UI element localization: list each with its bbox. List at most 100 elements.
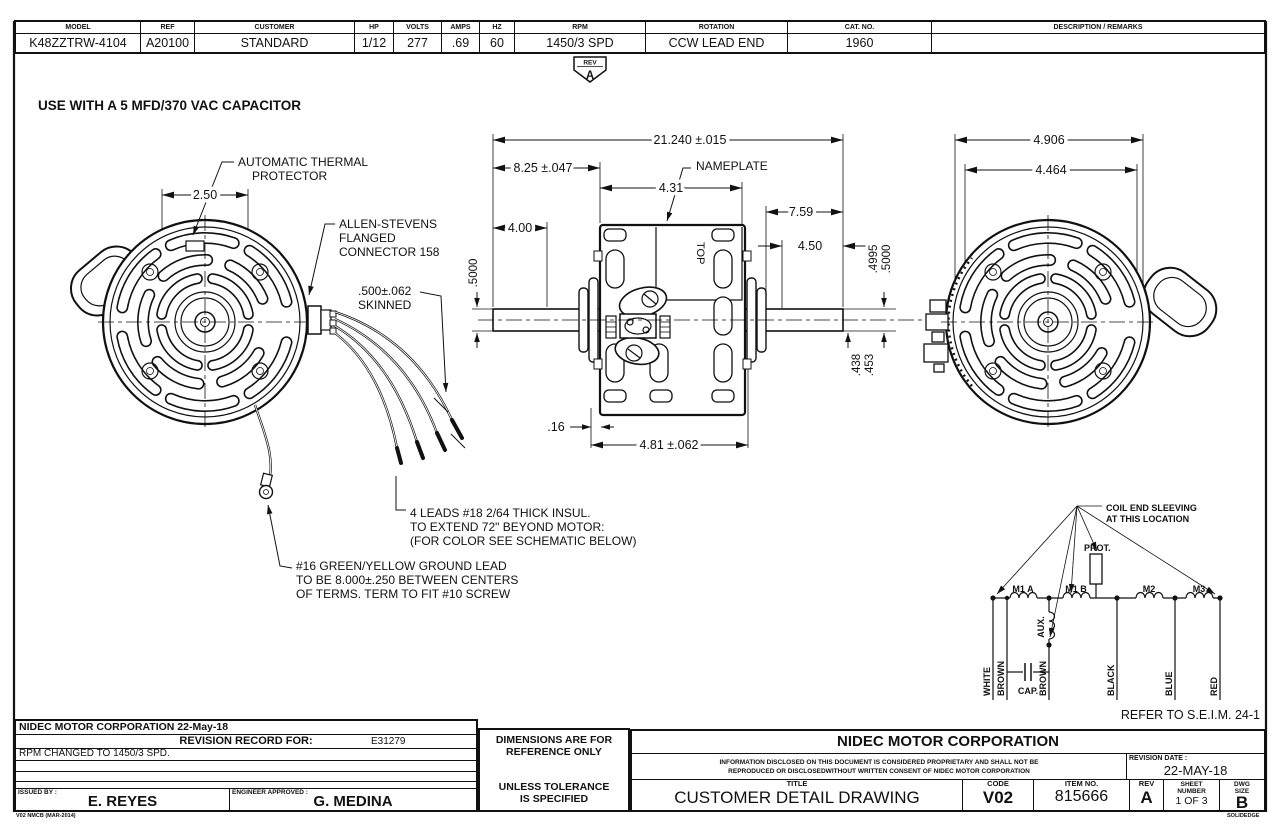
empty-revision-row [16, 781, 476, 789]
coil-label-m2: M2 [1143, 584, 1156, 594]
proprietary-row: INFORMATION DISCLOSED ON THIS DOCUMENT I… [632, 753, 1264, 780]
leads-callout-2: TO EXTEND 72" BEYOND MOTOR: [410, 520, 605, 534]
nameplate-callout: NAMEPLATE [696, 159, 768, 173]
leader-lines [192, 161, 691, 569]
empty-revision-row [16, 771, 476, 782]
top-label: TOP [694, 242, 706, 264]
issued-by-cell: ISSUED BY : E. REYES [18, 789, 158, 810]
revision-date-cell: REVISION DATE : 22-MAY-18 [1126, 753, 1264, 779]
item-no-cell: ITEM NO. 815666 [1033, 780, 1129, 810]
dimension-lines [161, 134, 1144, 449]
rev-flag-value: A [586, 70, 594, 82]
wire-label-red: RED [1209, 676, 1219, 696]
coil-label-m1a: M1 A [1012, 584, 1034, 594]
company-name: NIDEC MOTOR CORPORATION [632, 731, 1264, 754]
spec-col-catno: CAT. NO.1960 [788, 22, 932, 52]
thermal-protector-symbol [1089, 553, 1103, 585]
dwg-size-cell: DWG SIZE B [1219, 780, 1264, 810]
corp-date-line: NIDEC MOTOR CORPORATION 22-May-18 [16, 721, 476, 735]
dim-shaft-r1: .4995 [868, 245, 880, 274]
dim-rear-inner: 4.464 [1035, 163, 1066, 177]
dim-opp-end: 7.59 [789, 205, 813, 219]
terminal-bracket [923, 299, 949, 373]
mounting-screws-rear [984, 263, 1112, 380]
revision-record-number: E31279 [371, 736, 406, 747]
cad-system-label: SOLIDEDGE [1227, 813, 1260, 819]
dim-lead-end: 8.25 ±.047 [514, 161, 573, 175]
dim-rear-outer: 4.906 [1033, 133, 1064, 147]
dim-flat1: .438 [851, 354, 863, 376]
ground-callout-3: OF TERMS. TERM TO FIT #10 SCREW [296, 587, 511, 601]
refer-note: REFER TO S.E.I.M. 24-1 [1121, 708, 1260, 722]
ground-callout-1: #16 GREEN/YELLOW GROUND LEAD [296, 559, 507, 573]
cap-label: CAP. [1018, 686, 1038, 696]
dim-016: .16 [547, 420, 564, 434]
thermal-protector-part [185, 240, 205, 252]
tolerance-block: DIMENSIONS ARE FOR REFERENCE ONLY UNLESS… [478, 728, 630, 812]
prot-label: PROT. [1084, 543, 1111, 553]
leads-callout-1: 4 LEADS #18 2/64 THICK INSUL. [410, 506, 591, 520]
dim-shaft-left: .5000 [468, 259, 480, 288]
sleeving-leaders [996, 505, 1216, 638]
wire-label-white: WHITE [982, 667, 992, 696]
revision-record-row: REVISION RECORD FOR: E31279 [16, 734, 476, 749]
aux-label: AUX. [1036, 616, 1046, 638]
rev-cell: REV A [1129, 780, 1163, 810]
skinned-callout-1: .500±.062 [358, 284, 412, 298]
connector-callout-2: FLANGED [339, 231, 396, 245]
skinned-callout-2: SKINNED [358, 298, 412, 312]
spec-col-description: DESCRIPTION / REMARKS [932, 22, 1264, 52]
title-cell: TITLE CUSTOMER DETAIL DRAWING [632, 780, 962, 810]
wire-label-black: BLACK [1106, 664, 1116, 696]
capacitor-symbol [1007, 663, 1049, 681]
dim-front-width: 2.50 [193, 188, 217, 202]
dim-shaft-r2: .5000 [881, 245, 893, 274]
dim-overall: 21.240 ±.015 [654, 133, 727, 147]
rear-view [923, 215, 1218, 429]
sheet-border [12, 21, 1268, 812]
capacitor-note: USE WITH A 5 MFD/370 VAC CAPACITOR [38, 98, 301, 113]
code-cell: CODE V02 [962, 780, 1033, 810]
dim-400: 4.00 [508, 221, 532, 235]
proprietary-note: INFORMATION DISCLOSED ON THIS DOCUMENT I… [719, 758, 1039, 775]
aux-coil [1048, 611, 1056, 640]
rev-flag-label: REV [583, 60, 597, 67]
sleeving-label-1: COIL END SLEEVING [1106, 503, 1197, 513]
motor-coils [1009, 591, 1214, 599]
ground-callout-2: TO BE 8.000±.250 BETWEEN CENTERS [296, 573, 518, 587]
dim-nameplate-w: 4.31 [659, 181, 683, 195]
wire-label-blue: BLUE [1164, 672, 1174, 697]
wire-label-brown2: BROWN [1038, 661, 1048, 696]
revision-note-row: RPM CHANGED TO 1450/3 SPD. [16, 748, 476, 761]
flanged-connector [307, 305, 337, 335]
title-block: NIDEC MOTOR CORPORATION INFORMATION DISC… [630, 729, 1266, 812]
thermal-callout-2: PROTECTOR [252, 169, 327, 183]
lead-wires [334, 310, 466, 465]
sheet-cell: SHEET NUMBER 1 OF 3 [1163, 780, 1219, 810]
signature-row: ISSUED BY : E. REYES ENGINEER APPROVED :… [16, 788, 476, 810]
empty-revision-row [16, 760, 476, 772]
annotations: USE WITH A 5 MFD/370 VAC CAPACITOR REFER… [38, 98, 1260, 722]
form-code: V02 NMCB (MAR-2014) [16, 813, 76, 819]
dim-flat2: .453 [864, 354, 876, 376]
wiring-schematic [990, 505, 1223, 700]
side-view [478, 223, 962, 417]
revision-record-block: NIDEC MOTOR CORPORATION 22-May-18 REVISI… [14, 719, 478, 812]
coil-label-m3: M3 [1193, 584, 1206, 594]
ground-lead [253, 404, 274, 500]
drawing-title: CUSTOMER DETAIL DRAWING [674, 788, 920, 807]
connector-callout-3: CONNECTOR 158 [339, 245, 440, 259]
mounting-screws [141, 263, 269, 380]
spec-col-amps: AMPS.69 [442, 22, 480, 52]
nameplate-outline [655, 227, 743, 301]
connector-callout-1: ALLEN-STEVENS [339, 217, 437, 231]
